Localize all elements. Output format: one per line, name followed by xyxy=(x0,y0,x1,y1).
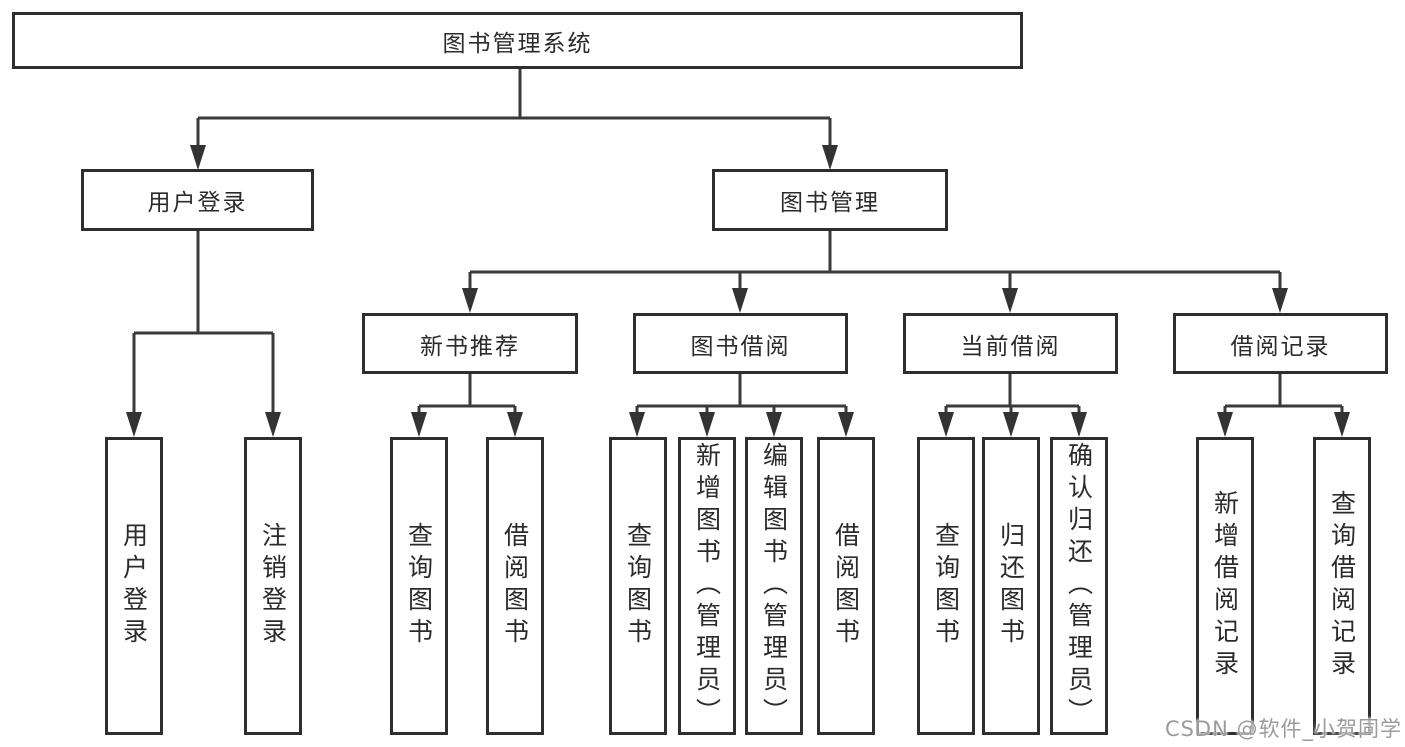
arrow-down-icon xyxy=(1334,412,1350,437)
arrow-down-icon xyxy=(766,412,782,437)
arrow-down-icon xyxy=(822,145,838,170)
arrow-down-icon xyxy=(699,412,715,437)
leaf-edit-book-admin: 编辑图书（管理员） xyxy=(745,437,803,735)
arrowhead-icons xyxy=(126,145,1350,437)
leaf-newrec-query-books: 查询图书 xyxy=(390,437,448,735)
arrow-down-icon xyxy=(1002,288,1018,313)
csdn-watermark: CSDN @软件_小贺同学 xyxy=(1164,717,1402,741)
arrow-down-icon xyxy=(838,412,854,437)
arrow-down-icon xyxy=(732,288,748,313)
arrow-down-icon xyxy=(1272,288,1288,313)
arrow-down-icon xyxy=(938,412,954,437)
leaf-user-login: 用户登录 xyxy=(105,437,163,735)
leaf-confirm-return-admin: 确认归还（管理员） xyxy=(1050,437,1108,735)
arrow-down-icon xyxy=(1071,412,1087,437)
leaf-borrow-borrow-books: 借阅图书 xyxy=(817,437,875,735)
arrow-down-icon xyxy=(126,412,142,437)
arrow-down-icon xyxy=(1217,412,1233,437)
leaf-add-borrow-record: 新增借阅记录 xyxy=(1196,437,1254,735)
arrow-down-icon xyxy=(629,412,645,437)
node-user-login: 用户登录 xyxy=(81,169,314,231)
leaf-newrec-borrow-books: 借阅图书 xyxy=(486,437,544,735)
leaf-query-borrow-record: 查询借阅记录 xyxy=(1313,437,1371,735)
arrow-down-icon xyxy=(411,412,427,437)
leaf-logout: 注销登录 xyxy=(244,437,302,735)
leaf-return-book: 归还图书 xyxy=(982,437,1040,735)
connector-rails xyxy=(132,69,1344,415)
node-book-management: 图书管理 xyxy=(712,169,948,231)
leaf-add-book-admin: 新增图书（管理员） xyxy=(678,437,736,735)
arrow-down-icon xyxy=(462,288,478,313)
node-current-borrow: 当前借阅 xyxy=(903,313,1118,374)
arrow-down-icon xyxy=(190,145,206,170)
arrow-down-icon xyxy=(265,412,281,437)
node-borrow-records: 借阅记录 xyxy=(1173,313,1388,374)
node-book-borrow: 图书借阅 xyxy=(633,313,848,374)
arrow-down-icon xyxy=(507,412,523,437)
node-new-book-recommend: 新书推荐 xyxy=(362,313,578,374)
leaf-current-query-books: 查询图书 xyxy=(917,437,975,735)
leaf-borrow-query-books: 查询图书 xyxy=(609,437,667,735)
node-library-management-system: 图书管理系统 xyxy=(12,12,1023,69)
arrow-down-icon xyxy=(1003,412,1019,437)
